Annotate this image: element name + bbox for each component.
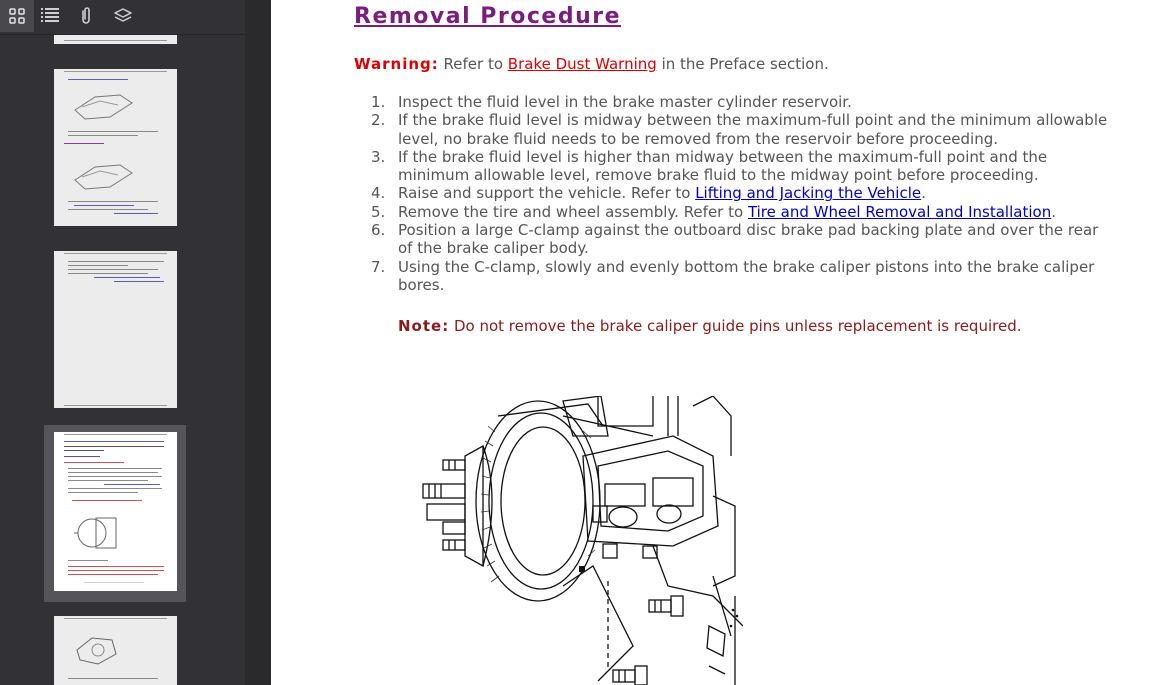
step-number: 3. bbox=[371, 147, 386, 166]
sidebar-resizer[interactable] bbox=[245, 0, 271, 685]
list-item: 5. Remove the tire and wheel assembly. Re… bbox=[354, 203, 1114, 221]
warning-text-pre: Refer to bbox=[438, 55, 508, 73]
grid-icon bbox=[9, 8, 25, 24]
step-number: 6. bbox=[371, 221, 386, 240]
step-number: 4. bbox=[371, 184, 386, 203]
page-thumbnail[interactable] bbox=[54, 35, 177, 44]
note-line: Note: Do not remove the brake caliper gu… bbox=[398, 317, 1022, 335]
list-item: 1. Inspect the fluid level in the brake m… bbox=[354, 93, 1114, 111]
step-text: Raise and support the vehicle. Refer to bbox=[398, 184, 696, 203]
thumbnail-sidebar bbox=[0, 0, 245, 685]
figure-thumbnail-icon bbox=[74, 164, 133, 190]
attachments-view-button[interactable] bbox=[72, 0, 100, 32]
page-thumbnail[interactable] bbox=[54, 251, 177, 408]
step-text-post: . bbox=[1051, 202, 1056, 221]
note-label: Note: bbox=[398, 317, 450, 335]
step-number: 7. bbox=[371, 257, 386, 276]
document-page: Removal Procedure Warning: Refer to Brak… bbox=[271, 0, 1163, 685]
thumbnails-view-button[interactable] bbox=[0, 0, 34, 32]
step-number: 1. bbox=[371, 93, 386, 111]
list-item: 6. Position a large C-clamp against the o… bbox=[354, 221, 1114, 258]
note-text: Do not remove the brake caliper guide pi… bbox=[449, 317, 1022, 335]
list-item: 4. Raise and support the vehicle. Refer t… bbox=[354, 184, 1114, 202]
page-thumbnail[interactable] bbox=[54, 69, 177, 226]
step-text-post: . bbox=[921, 184, 926, 203]
figure-thumbnail-icon bbox=[74, 94, 133, 120]
step-number: 2. bbox=[371, 111, 386, 130]
step-text: Using the C-clamp, slowly and evenly bot… bbox=[398, 257, 1095, 294]
warning-text-post: in the Preface section. bbox=[656, 55, 829, 73]
page-thumbnail-selected[interactable] bbox=[54, 432, 177, 591]
step-text: Position a large C-clamp against the out… bbox=[398, 221, 1099, 258]
list-item: 7. Using the C-clamp, slowly and evenly b… bbox=[354, 258, 1114, 295]
step-text: If the brake fluid level is higher than … bbox=[398, 147, 1048, 185]
lifting-jacking-link[interactable]: Lifting and Jacking the Vehicle bbox=[695, 184, 922, 203]
page-thumbnail[interactable] bbox=[54, 616, 177, 685]
figure-thumbnail-icon bbox=[74, 517, 117, 549]
list-item: 3. If the brake fluid level is higher tha… bbox=[354, 148, 1114, 185]
warning-line: Warning: Refer to Brake Dust Warning in … bbox=[354, 55, 829, 73]
outline-view-button[interactable] bbox=[36, 0, 64, 32]
layers-view-button[interactable] bbox=[108, 0, 138, 32]
layers-icon bbox=[114, 8, 132, 22]
page-title: Removal Procedure bbox=[354, 4, 622, 29]
sidebar-toolbar bbox=[0, 0, 245, 35]
paperclip-icon bbox=[82, 7, 90, 24]
list-item: 2. If the brake fluid level is midway bet… bbox=[354, 111, 1114, 148]
brake-caliper-illustration bbox=[422, 396, 743, 685]
tire-wheel-removal-link[interactable]: Tire and Wheel Removal and Installation bbox=[747, 202, 1052, 221]
procedure-steps: 1. Inspect the fluid level in the brake m… bbox=[354, 93, 1114, 294]
step-number: 5. bbox=[371, 202, 386, 221]
step-text: Inspect the fluid level in the brake mas… bbox=[398, 93, 852, 111]
list-icon bbox=[41, 8, 59, 22]
brake-dust-warning-link[interactable]: Brake Dust Warning bbox=[507, 55, 657, 73]
warning-label: Warning: bbox=[354, 55, 439, 73]
step-text: If the brake fluid level is midway betwe… bbox=[398, 111, 1108, 148]
figure-thumbnail-icon bbox=[76, 637, 117, 665]
step-text: Remove the tire and wheel assembly. Refe… bbox=[398, 202, 748, 221]
